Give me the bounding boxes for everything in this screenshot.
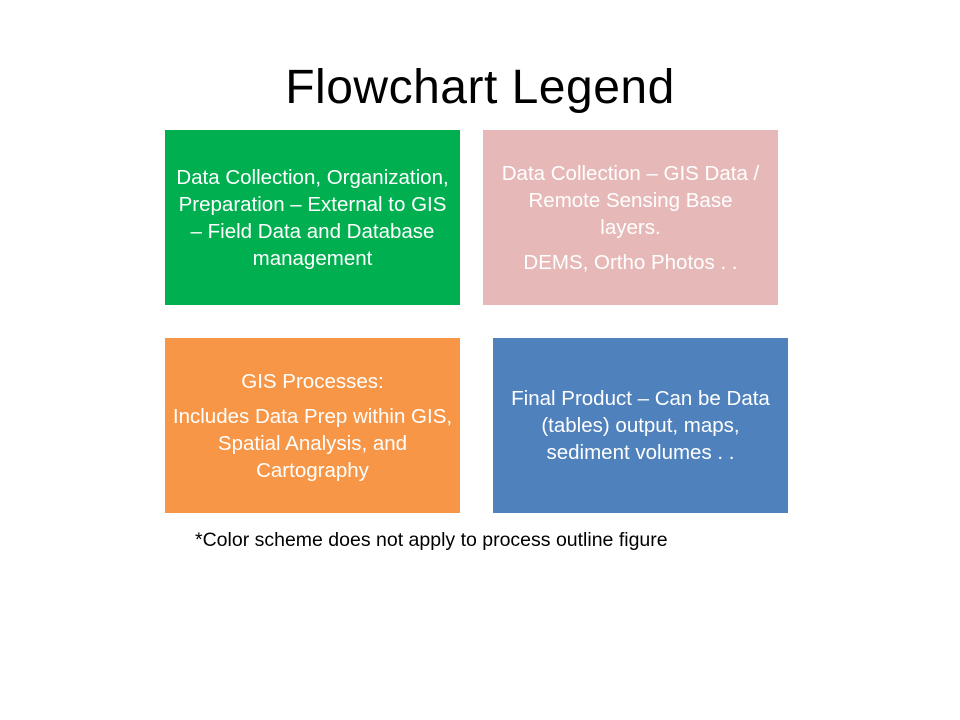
- legend-box-text: DEMS, Ortho Photos . .: [523, 250, 738, 274]
- legend-box-text: Data Collection, Organization, Preparati…: [176, 165, 449, 270]
- legend-box-text: Includes Data Prep within GIS, Spatial A…: [172, 404, 453, 482]
- page-title: Flowchart Legend: [285, 61, 675, 114]
- legend-box-blue: Final Product – Can be Data (tables) out…: [493, 338, 788, 513]
- legend-box-pink: Data Collection – GIS Data / Remote Sens…: [483, 130, 778, 305]
- legend-box-green: Data Collection, Organization, Preparati…: [165, 130, 460, 305]
- legend-box-text: Data Collection – GIS Data / Remote Sens…: [501, 161, 760, 239]
- legend-box-text: GIS Processes:: [241, 369, 384, 393]
- legend-box-orange: GIS Processes: Includes Data Prep within…: [165, 338, 460, 513]
- footnote: *Color scheme does not apply to process …: [195, 529, 668, 551]
- legend-box-text: Final Product – Can be Data (tables) out…: [511, 387, 770, 464]
